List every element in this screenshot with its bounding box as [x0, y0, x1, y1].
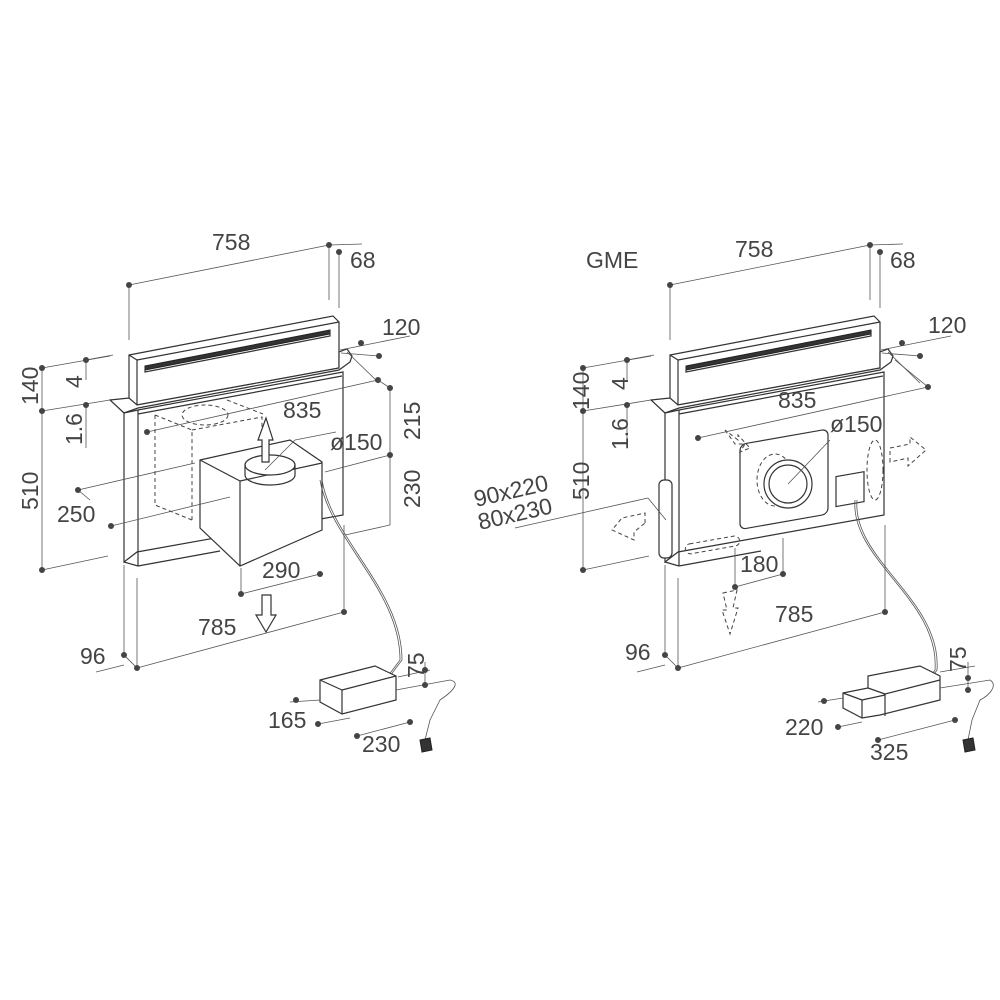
- dim-68: 68: [890, 247, 916, 273]
- dim-835: 835: [283, 397, 321, 423]
- dim-230: 230: [399, 470, 425, 508]
- model-title-gme: GME: [586, 247, 638, 273]
- left-unit-drawing: 758 68 120 140 4 1.6 510 835 215 230 ø15…: [17, 229, 456, 757]
- dim-835: 835: [778, 387, 816, 413]
- dim-diameter-150: ø150: [830, 411, 882, 437]
- dim-230-box: 230: [362, 731, 400, 757]
- dim-250: 250: [57, 501, 95, 527]
- dim-290: 290: [262, 557, 300, 583]
- dim-180: 180: [740, 551, 778, 577]
- dim-4: 4: [607, 377, 633, 390]
- dim-785: 785: [198, 614, 236, 640]
- dim-diameter-150: ø150: [330, 429, 382, 455]
- dim-68: 68: [350, 247, 376, 273]
- dim-1.6: 1.6: [61, 413, 87, 445]
- dim-75: 75: [945, 646, 971, 672]
- dim-120: 120: [928, 312, 966, 338]
- dim-510: 510: [17, 472, 43, 510]
- dim-220: 220: [785, 714, 823, 740]
- dim-785: 785: [775, 601, 813, 627]
- dim-75: 75: [403, 652, 429, 678]
- dim-96: 96: [625, 639, 651, 665]
- dim-510: 510: [568, 462, 594, 500]
- dim-96: 96: [80, 643, 106, 669]
- dim-325: 325: [870, 739, 908, 765]
- dim-165: 165: [268, 707, 306, 733]
- dim-758: 758: [735, 236, 773, 262]
- dim-140: 140: [17, 367, 43, 405]
- dim-1.6: 1.6: [607, 418, 633, 450]
- dim-215: 215: [399, 402, 425, 440]
- dim-4: 4: [61, 375, 87, 388]
- dim-140: 140: [568, 372, 594, 410]
- dim-758: 758: [212, 229, 250, 255]
- right-unit-drawing: GME 758 68 120 140 4 1.6 510 835 ø150 90…: [471, 236, 994, 765]
- dim-120: 120: [382, 314, 420, 340]
